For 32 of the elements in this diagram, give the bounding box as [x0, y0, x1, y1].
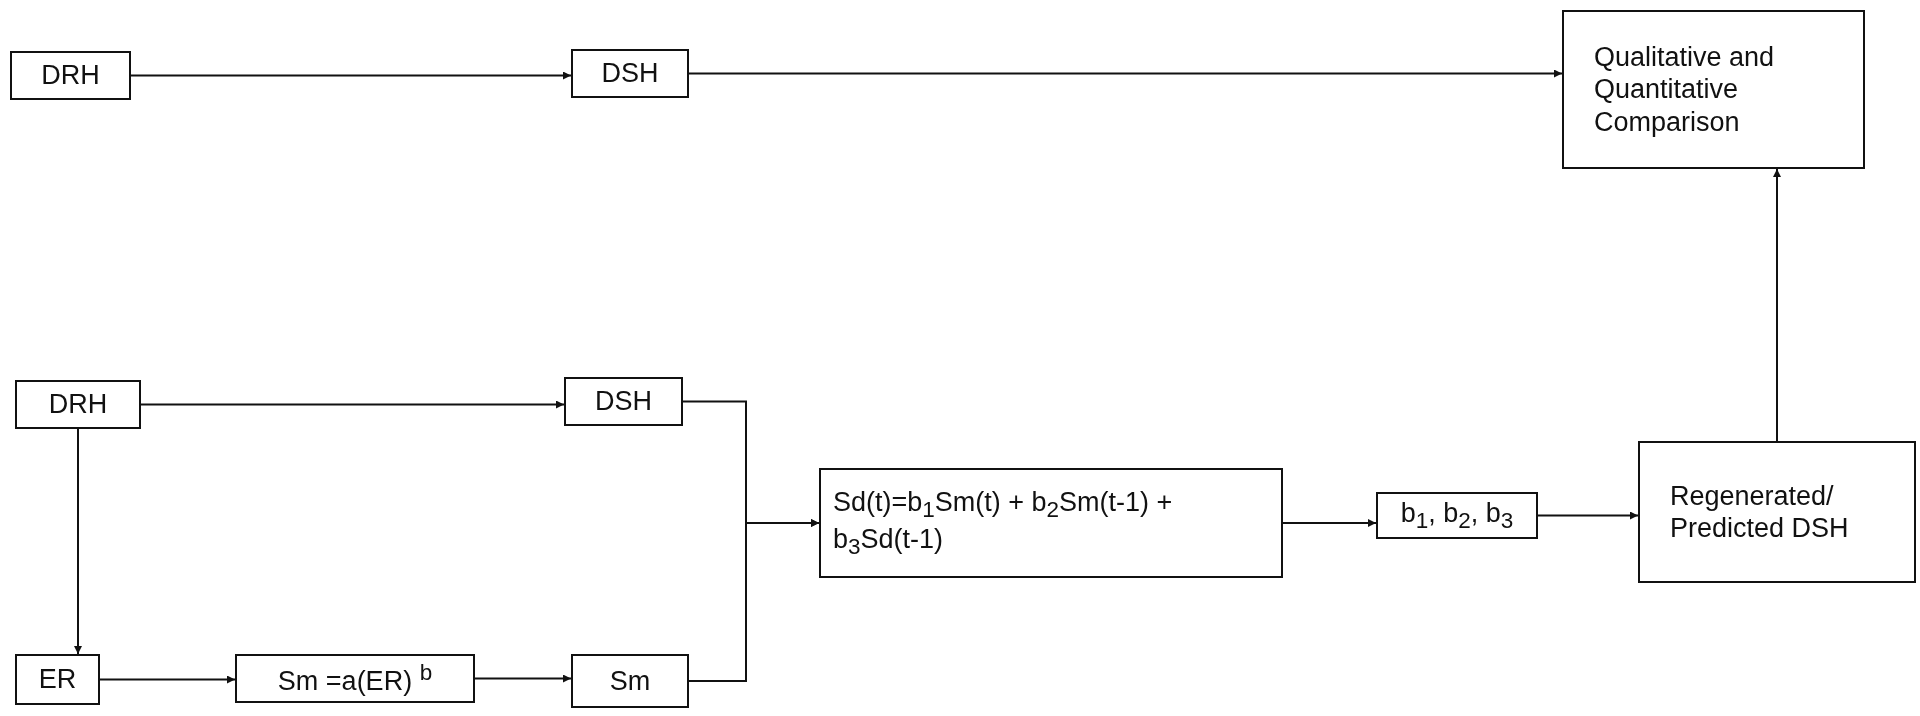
process-box	[10, 51, 131, 100]
box-label: Sm =a(ER) $^{b}$	[277, 659, 433, 698]
arrow	[1282, 519, 1377, 527]
process-box	[564, 377, 683, 426]
arrow	[140, 400, 565, 409]
process-box	[15, 380, 141, 429]
process-box	[1376, 492, 1538, 539]
process-box	[819, 468, 1283, 578]
box-label: DRH	[41, 59, 100, 92]
box-label: DRH	[48, 388, 108, 421]
box-label: Sm	[609, 664, 651, 698]
process-box	[571, 49, 689, 98]
process-box	[1562, 10, 1865, 169]
box-label: ER	[38, 663, 77, 696]
arrow	[99, 675, 236, 684]
box-label: DSH	[595, 385, 652, 418]
process-box	[235, 654, 475, 703]
process-box	[1638, 441, 1916, 583]
arrow	[1773, 168, 1781, 442]
arrow	[74, 428, 82, 655]
box-label: DSH	[601, 57, 659, 90]
arrow	[474, 674, 572, 683]
process-box	[571, 654, 689, 708]
arrow	[688, 519, 820, 682]
box-label: b$_{1}$, b$_{2}$, b$_{3}$	[1400, 496, 1514, 535]
box-label: Regenerated/ Predicted DSH	[1670, 479, 1850, 545]
process-box	[15, 654, 100, 705]
arrow	[1537, 511, 1639, 520]
arrow	[130, 71, 572, 80]
box-label: Qualitative and Quantitative Comparison	[1594, 40, 1776, 139]
arrow	[688, 69, 1563, 78]
box-label: Sd(t)=b$_{1}$Sm(t) + b$_{2}$Sm(t-1) + b$_{3}$Sd(t-1)	[833, 485, 1174, 561]
